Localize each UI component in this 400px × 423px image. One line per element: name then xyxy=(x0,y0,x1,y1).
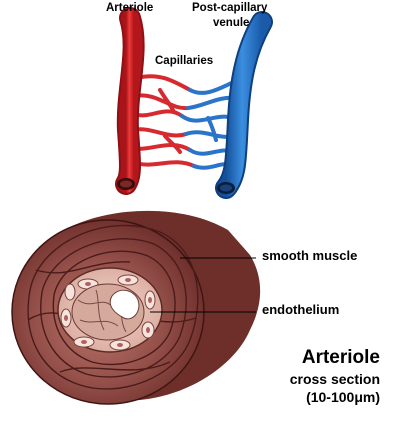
diagram-subtitle: cross section xyxy=(289,371,380,387)
venule-label-line2: venule xyxy=(213,17,250,29)
capillary-5 xyxy=(130,143,192,152)
venule-vessel xyxy=(215,11,273,199)
endothelium-label: endothelium xyxy=(262,302,340,317)
capillary-4 xyxy=(131,127,188,138)
arteriole-cross-section xyxy=(11,210,261,405)
capillary-1 xyxy=(135,74,192,92)
venule-label-line1: Post-capillary xyxy=(192,2,268,14)
lumen-opening xyxy=(109,289,140,320)
muscle-fibers xyxy=(27,224,199,390)
smooth-muscle-label: smooth muscle xyxy=(262,248,358,263)
capillary-network xyxy=(130,74,240,170)
cell-nuclei xyxy=(64,278,152,347)
arteriole-vessel xyxy=(115,7,145,195)
capillary-6 xyxy=(130,160,196,168)
capillary-2 xyxy=(133,93,190,111)
diagram-title: Arteriole xyxy=(301,347,380,368)
capillaries-label: Capillaries xyxy=(155,55,214,67)
arteriole-label: Arteriole xyxy=(106,2,154,14)
diagram-size: (10-100μm) xyxy=(306,389,380,405)
